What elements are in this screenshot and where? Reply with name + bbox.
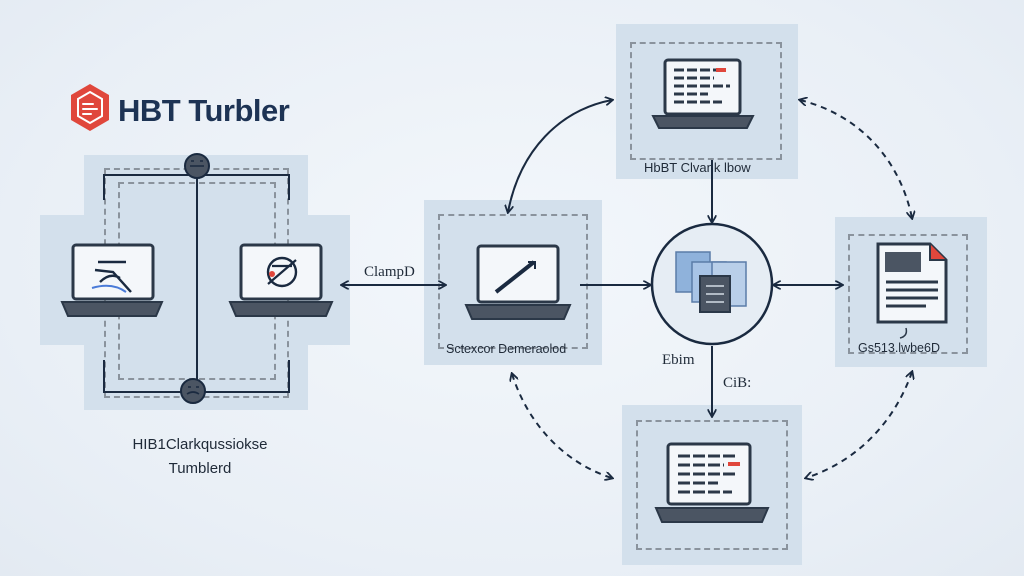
- left-caption-line1: HIB1Clarkqussiokse: [132, 436, 268, 453]
- node-connector-icon: [184, 153, 210, 179]
- bottom-laptop-frame: [636, 420, 788, 550]
- hexagon-logo-icon: [71, 84, 109, 131]
- cycle-arrows: [508, 100, 912, 478]
- top-laptop-frame: [630, 42, 782, 160]
- laptop-icon: [228, 243, 334, 317]
- left-group-caption: HIB1Clarkqussiokse Tumblerd: [100, 433, 300, 481]
- center-laptop-label: Sctexcor Demeraolod: [446, 342, 567, 356]
- node-connector-icon: [180, 378, 206, 404]
- laptop-icon: [60, 243, 164, 317]
- top-laptop-label: HbBT Clvank lbow: [644, 160, 751, 175]
- laptop-icon: [654, 442, 770, 523]
- database-stack-icon: [650, 222, 774, 346]
- laptop-icon: [464, 244, 572, 320]
- clamp-label: ClampD: [364, 264, 415, 280]
- brand-title: HBT Turbler: [118, 93, 290, 128]
- document-icon: [876, 242, 948, 339]
- flow-arrows: [342, 160, 842, 416]
- laptop-icon: [651, 58, 755, 129]
- hub-bottom-label: Ebim: [662, 352, 695, 368]
- right-doc-frame: [848, 234, 968, 354]
- arrow-down-label: CiB:: [723, 375, 752, 391]
- left-caption-line2: Tumblerd: [168, 460, 232, 477]
- right-doc-label: Gs513.lwbe6D: [858, 341, 940, 355]
